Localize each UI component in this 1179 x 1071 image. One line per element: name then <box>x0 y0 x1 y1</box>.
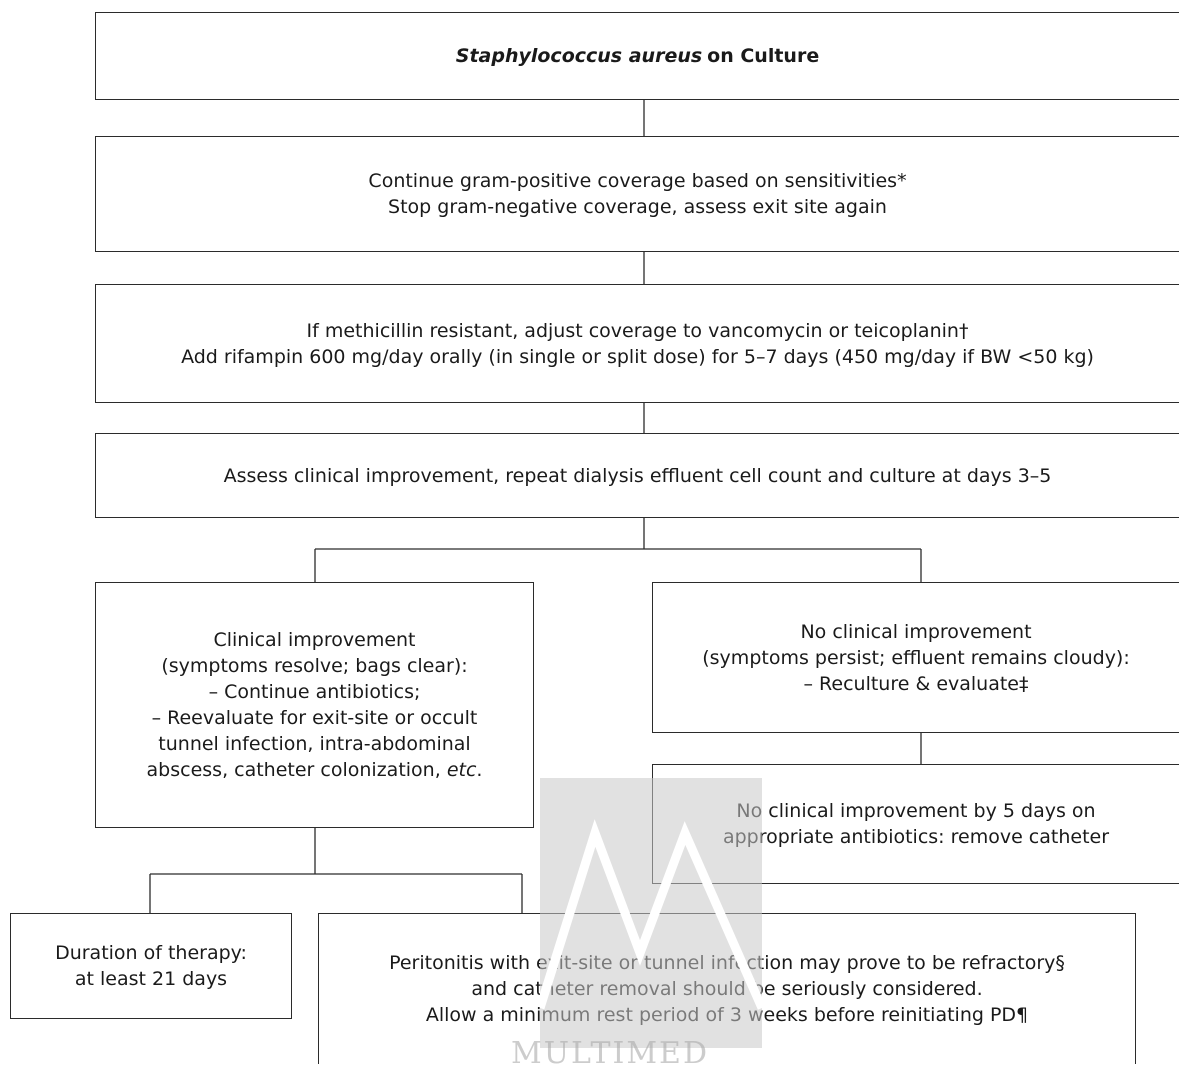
duration-line-2: at least 21 days <box>74 968 228 990</box>
no-improvement-5days-line-2: appropriate antibiotics: remove catheter <box>722 826 1110 848</box>
improvement-line-4: – Reevaluate for exit-site or occult <box>151 707 478 729</box>
no-improvement-5days-line-1: No clinical improvement by 5 days on <box>736 800 1096 822</box>
improvement-box: Clinical improvement (symptoms resolve; … <box>95 582 534 828</box>
step4-line-1: Assess clinical improvement, repeat dial… <box>223 464 1052 487</box>
step2-box: Continue gram-positive coverage based on… <box>95 136 1179 252</box>
no-improvement-line-2: (symptoms persist; effluent remains clou… <box>702 646 1130 669</box>
no-improvement-box: No clinical improvement (symptoms persis… <box>652 582 1179 733</box>
step3-box: If methicillin resistant, adjust coverag… <box>95 284 1179 403</box>
multimed-logo-icon <box>540 819 762 1010</box>
step3-line-1: If methicillin resistant, adjust coverag… <box>306 319 969 342</box>
step2-line-1: Continue gram-positive coverage based on… <box>368 170 907 192</box>
improvement-line-3: – Continue antibiotics; <box>208 681 421 703</box>
improvement-line-1: Clinical improvement <box>213 629 416 651</box>
step2-line-2: Stop gram-negative coverage, assess exit… <box>388 196 887 218</box>
duration-line-1: Duration of therapy: <box>55 942 247 964</box>
improvement-line-2: (symptoms resolve; bags clear): <box>161 655 468 677</box>
improvement-line-6: abscess, catheter colonization, etc. <box>146 759 483 781</box>
duration-box: Duration of therapy: at least 21 days <box>10 913 292 1019</box>
improvement-line-5: tunnel infection, intra-abdominal <box>158 733 471 755</box>
no-improvement-line-3: – Reculture & evaluate‡ <box>803 672 1029 695</box>
step3-line-2: Add rifampin 600 mg/day orally (in singl… <box>181 345 1094 368</box>
step4-box: Assess clinical improvement, repeat dial… <box>95 433 1179 518</box>
no-improvement-line-1: No clinical improvement <box>800 620 1032 643</box>
watermark-text: MULTIMED <box>510 1036 709 1071</box>
watermark-logo <box>540 778 762 1048</box>
